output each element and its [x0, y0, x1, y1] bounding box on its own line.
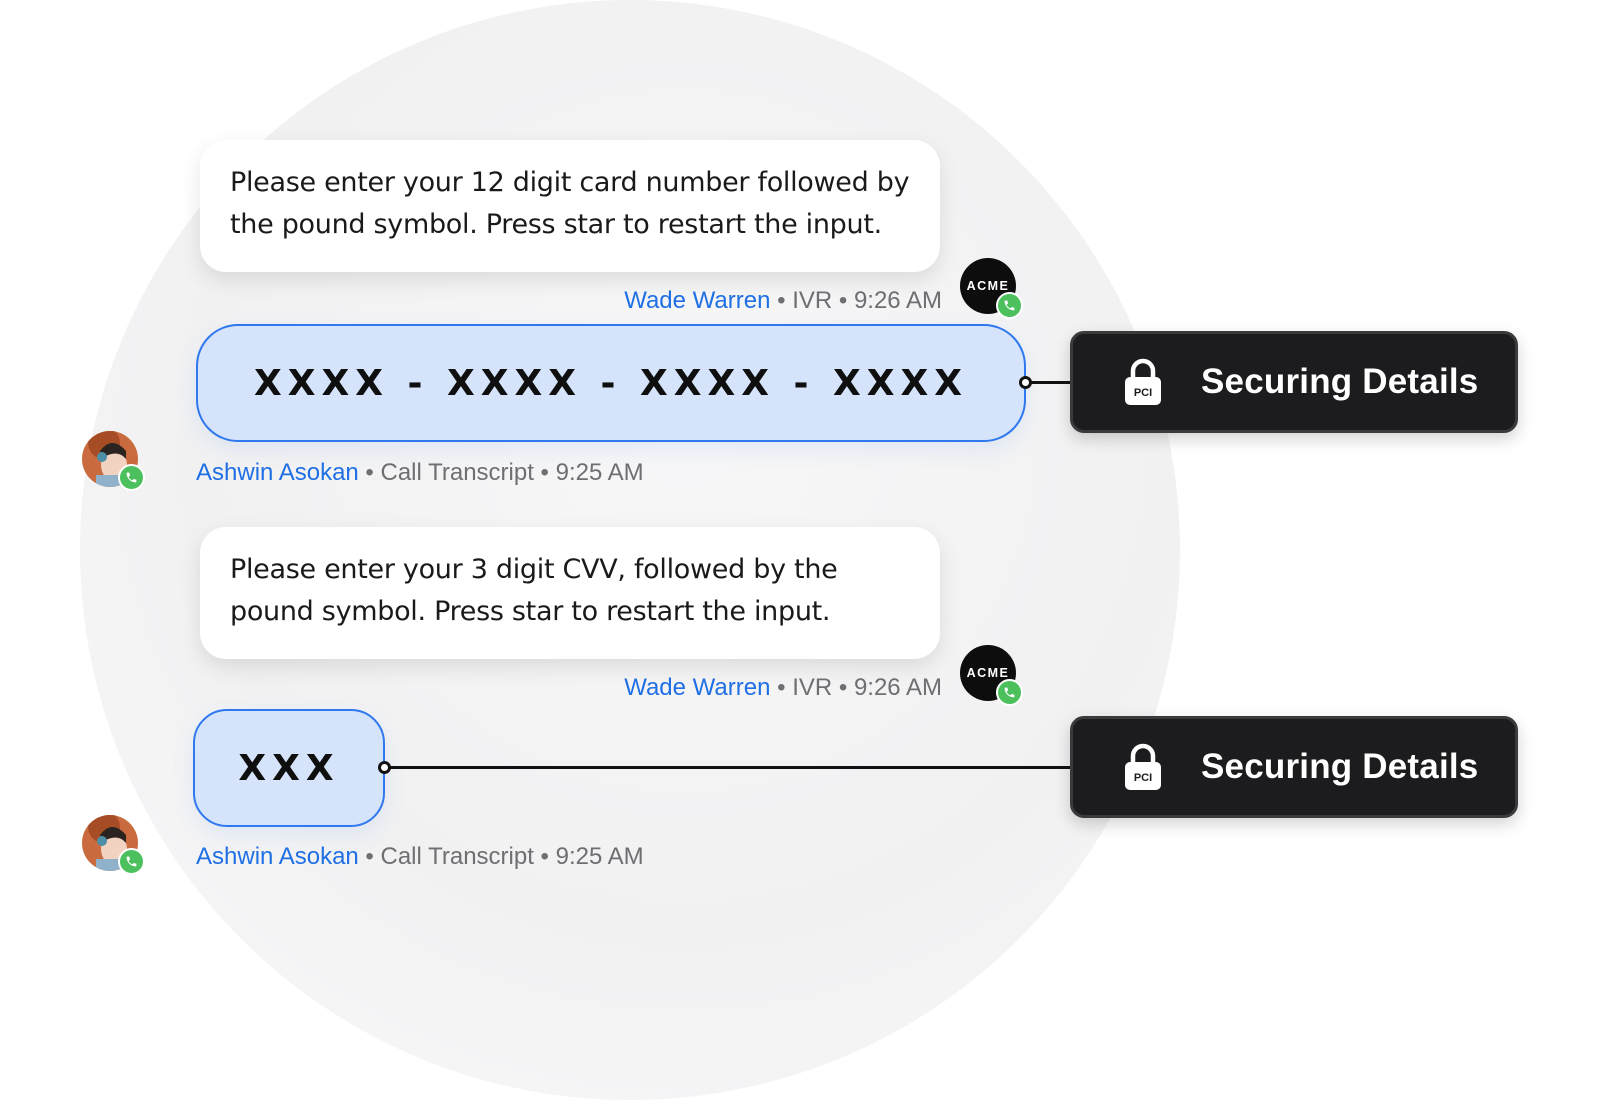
- user-avatar-photo: [82, 431, 138, 487]
- user-message-meta: Ashwin Asokan • Call Transcript • 9:25 A…: [196, 843, 644, 871]
- user-meta-text: • Call Transcript • 9:25 AM: [358, 459, 644, 486]
- ivr-sender-name[interactable]: Wade Warren: [624, 287, 771, 314]
- ivr-message-bubble: Please enter your 3 digit CVV, followed …: [200, 527, 940, 659]
- connector-line: [390, 766, 1071, 769]
- lock-badge-text: PCI: [1134, 772, 1152, 784]
- phone-icon: [996, 292, 1023, 319]
- acme-logo-text: ACME: [966, 279, 1010, 293]
- connector-dot: [1019, 376, 1032, 389]
- lock-icon: PCI: [1125, 358, 1161, 405]
- ivr-message-text: Please enter your 3 digit CVV, followed …: [230, 554, 838, 627]
- user-sender-name[interactable]: Ashwin Asokan: [196, 459, 359, 486]
- ivr-meta-text: • IVR • 9:26 AM: [770, 287, 942, 314]
- lock-badge-text: PCI: [1134, 387, 1152, 399]
- securing-details-status: PCI Securing Details: [1070, 331, 1518, 433]
- user-sender-name[interactable]: Ashwin Asokan: [196, 843, 359, 870]
- securing-details-status: PCI Securing Details: [1070, 716, 1518, 818]
- ivr-message-meta: Wade Warren • IVR • 9:26 AM: [624, 674, 942, 702]
- user-input-bubble: XXX: [193, 709, 385, 827]
- user-message-meta: Ashwin Asokan • Call Transcript • 9:25 A…: [196, 459, 644, 487]
- phone-icon: [996, 679, 1023, 706]
- user-input-bubble: XXXX - XXXX - XXXX - XXXX: [196, 324, 1026, 442]
- user-input-masked: XXXX - XXXX - XXXX - XXXX: [253, 362, 969, 404]
- ivr-message-text: Please enter your 12 digit card number f…: [230, 167, 910, 240]
- lock-icon: PCI: [1125, 743, 1161, 790]
- connector-line: [1031, 381, 1071, 384]
- securing-details-label: Securing Details: [1201, 747, 1479, 786]
- ivr-meta-text: • IVR • 9:26 AM: [770, 674, 942, 701]
- ivr-message-meta: Wade Warren • IVR • 9:26 AM: [624, 287, 942, 315]
- ivr-message-bubble: Please enter your 12 digit card number f…: [200, 140, 940, 272]
- user-input-masked: XXX: [238, 747, 340, 789]
- user-meta-text: • Call Transcript • 9:25 AM: [358, 843, 644, 870]
- phone-icon: [118, 464, 145, 491]
- connector-dot: [378, 761, 391, 774]
- ivr-sender-name[interactable]: Wade Warren: [624, 674, 771, 701]
- phone-icon: [118, 848, 145, 875]
- securing-details-label: Securing Details: [1201, 362, 1479, 401]
- acme-logo-text: ACME: [966, 666, 1010, 680]
